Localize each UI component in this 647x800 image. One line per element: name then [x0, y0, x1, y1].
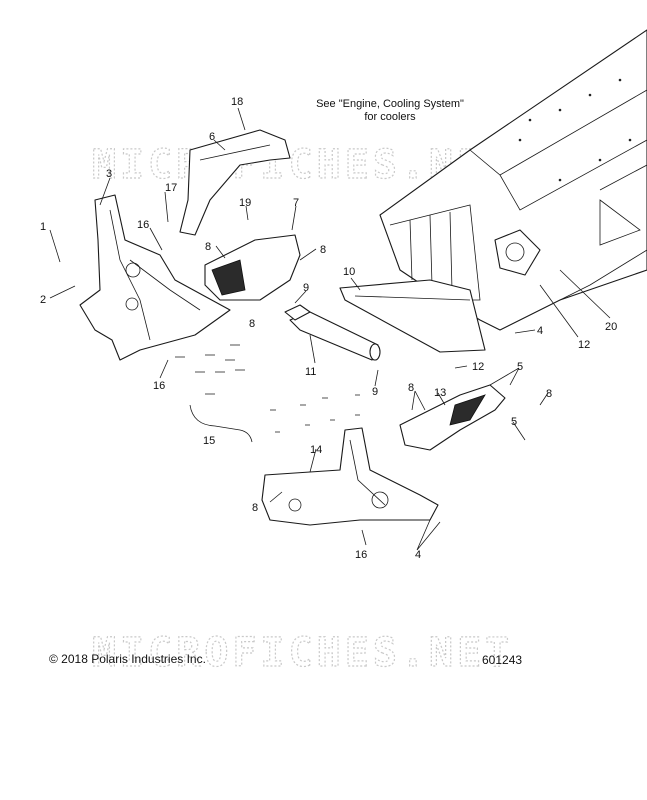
bolt-set — [175, 344, 360, 433]
note-line-1: See "Engine, Cooling System" — [316, 98, 464, 110]
callout-9a: 9 — [303, 282, 309, 294]
callout-8c: 8 — [249, 318, 255, 330]
callout-8a: 8 — [205, 241, 211, 253]
bulkhead-plate — [339, 279, 486, 353]
callout-9b: 9 — [372, 386, 378, 398]
chassis-tunnel — [379, 29, 647, 331]
callout-16c: 16 — [355, 549, 367, 561]
figure-number: 601243 — [482, 653, 523, 667]
callout-20: 20 — [605, 321, 617, 333]
callout-7: 7 — [293, 197, 299, 209]
callout-11: 11 — [305, 366, 316, 378]
callout-19: 19 — [239, 197, 251, 209]
front-frame — [79, 194, 231, 361]
upper-bracket — [179, 129, 291, 236]
callout-13: 13 — [434, 387, 446, 399]
watermark-bottom: MICROFICHES.NET — [92, 630, 513, 676]
callout-5b: 5 — [511, 416, 517, 428]
callout-3: 3 — [106, 168, 112, 180]
callout-6: 6 — [209, 131, 215, 143]
callout-8e: 8 — [546, 388, 552, 400]
callout-5a: 5 — [517, 361, 523, 373]
callout-4b: 4 — [415, 549, 421, 561]
lower-frame — [261, 427, 439, 526]
steering-tube — [284, 304, 381, 361]
cooler-reference-note: See "Engine, Cooling System" for coolers — [300, 98, 480, 124]
callout-4a: 4 — [537, 325, 543, 337]
copyright-text: © 2018 Polaris Industries Inc. — [49, 652, 206, 666]
callout-12b: 12 — [472, 361, 484, 373]
callout-1: 1 — [40, 221, 46, 233]
callout-16a: 16 — [137, 219, 149, 231]
callouts: 1 2 3 4 4 5 5 6 7 8 8 8 8 8 8 9 9 10 11 … — [40, 96, 617, 561]
callout-18: 18 — [231, 96, 243, 108]
callout-15: 15 — [203, 435, 215, 447]
note-line-2: for coolers — [364, 111, 416, 123]
callout-17: 17 — [165, 182, 177, 194]
callout-8b: 8 — [320, 244, 326, 256]
callout-2: 2 — [40, 294, 46, 306]
leader-lines — [49, 107, 611, 551]
callout-8d: 8 — [408, 382, 414, 394]
callout-12a: 12 — [578, 339, 590, 351]
callout-16b: 16 — [153, 380, 165, 392]
callout-8f: 8 — [252, 502, 258, 514]
callout-10: 10 — [343, 266, 355, 278]
callout-14: 14 — [310, 444, 322, 456]
